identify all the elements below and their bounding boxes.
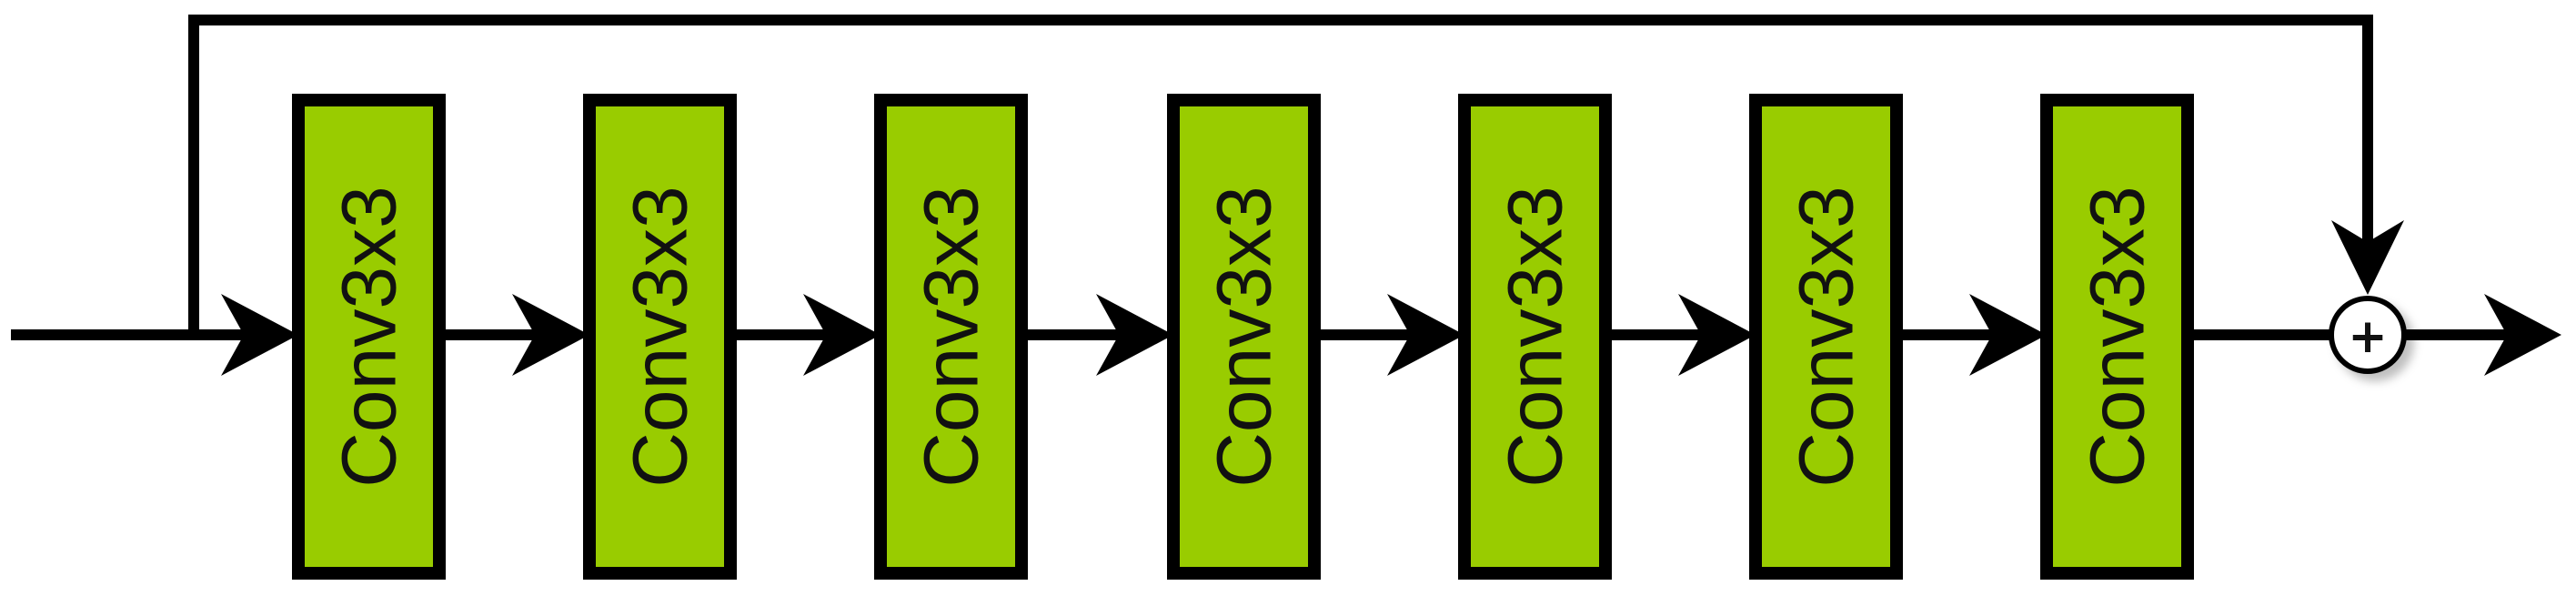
- connector-arrowhead-4: [1387, 294, 1464, 376]
- conv-block-box: [1749, 94, 1903, 580]
- conv-block: Conv3x3: [1167, 94, 1321, 580]
- conv-block: Conv3x3: [874, 94, 1028, 580]
- sum-circle: [2329, 296, 2407, 374]
- connector-arrowhead-2: [803, 294, 880, 376]
- conv-block: Conv3x3: [583, 94, 737, 580]
- conv-block: Conv3x3: [2040, 94, 2194, 580]
- connectors: [11, 15, 2561, 376]
- conv-block: Conv3x3: [1749, 94, 1903, 580]
- conv-blocks: Conv3x3 Conv3x3 Conv3x3 Conv3x3 Conv3x3 Conv3…: [292, 94, 2194, 580]
- conv-block-box: [874, 94, 1028, 580]
- conv-block-box: [1167, 94, 1321, 580]
- plus-icon: +: [2348, 309, 2388, 364]
- conv-block-box: [1458, 94, 1612, 580]
- conv-block-box: [292, 94, 446, 580]
- conv-block-box: [583, 94, 737, 580]
- conv-block-box: [2040, 94, 2194, 580]
- conv-block-label: Conv3x3: [909, 186, 994, 488]
- conv-block-label: Conv3x3: [327, 186, 412, 488]
- conv-block-label: Conv3x3: [1202, 186, 1287, 488]
- conv-block-label: Conv3x3: [2075, 186, 2160, 488]
- input-arrowhead: [221, 294, 298, 376]
- conv-block-label: Conv3x3: [1493, 186, 1578, 488]
- output-arrowhead: [2484, 294, 2561, 376]
- conv-block-label: Conv3x3: [1784, 186, 1869, 488]
- connector-arrowhead-5: [1678, 294, 1756, 376]
- skip-arrowhead: [2331, 220, 2404, 295]
- conv-block: Conv3x3: [1458, 94, 1612, 580]
- connector-arrowhead-1: [512, 294, 589, 376]
- connector-arrowhead-3: [1096, 294, 1173, 376]
- sum-node: +: [2329, 296, 2407, 374]
- connector-arrowhead-6: [1969, 294, 2047, 376]
- conv-block: Conv3x3: [292, 94, 446, 580]
- conv-block-label: Conv3x3: [618, 186, 703, 488]
